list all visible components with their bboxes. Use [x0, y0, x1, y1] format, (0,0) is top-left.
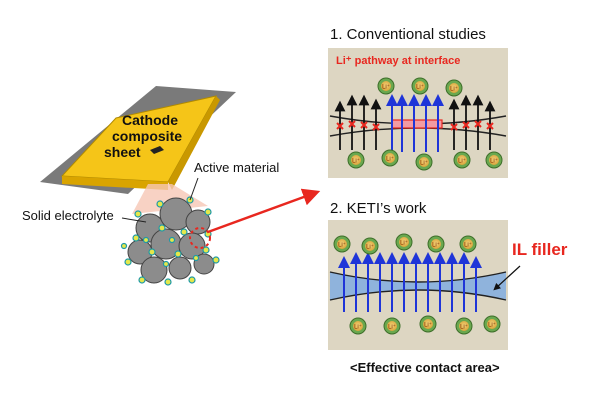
li-particle: Li⁺	[455, 317, 473, 335]
active-material-label: Active material	[194, 160, 280, 175]
li-particle: Li⁺	[333, 235, 351, 253]
li-particle-label: Li⁺	[386, 156, 394, 163]
interface-highlight	[189, 227, 211, 249]
il-filler-layer	[330, 272, 506, 300]
li-particle: Li⁺	[459, 235, 477, 253]
solid-electrolyte-pointer	[121, 217, 147, 223]
li-particle-label: Li⁺	[400, 240, 408, 247]
zoom-arrow	[207, 188, 321, 234]
panel2-title: 2. KETI’s work	[330, 200, 427, 217]
particle-cluster	[120, 196, 220, 286]
sheet-label-line3: sheet	[104, 144, 141, 160]
li-particle-label: Li⁺	[488, 322, 496, 329]
li-particle: Li⁺	[381, 149, 399, 167]
li-particle: Li⁺	[383, 317, 401, 335]
li-particle-label: Li⁺	[338, 242, 346, 249]
li-particle: Li⁺	[453, 151, 471, 169]
li-particle-label: Li⁺	[382, 84, 390, 91]
li-particle-label: Li⁺	[460, 324, 468, 331]
li-particle: Li⁺	[395, 233, 413, 251]
li-particle-label: Li⁺	[388, 324, 396, 331]
contact-point	[391, 119, 443, 129]
active-material-pointer	[189, 177, 199, 201]
li-particle-label: Li⁺	[450, 86, 458, 93]
li-particle-label: Li⁺	[464, 242, 472, 249]
sheet-label-line1: Cathode	[122, 112, 178, 128]
li-particle-label: Li⁺	[420, 160, 428, 167]
cathode-sheet	[40, 86, 236, 194]
li-particle-label: Li⁺	[424, 322, 432, 329]
li-particle-label: Li⁺	[354, 324, 362, 331]
li-particle: Li⁺	[377, 77, 395, 95]
li-particle: Li⁺	[415, 153, 433, 171]
li-particle-label: Li⁺	[366, 244, 374, 251]
li-particle: Li⁺	[361, 237, 379, 255]
li-particle: Li⁺	[445, 79, 463, 97]
sheet-label-line2: composite	[112, 128, 183, 144]
li-particle: Li⁺	[483, 315, 501, 333]
sheet-marker	[150, 146, 164, 154]
il-filler-pointer	[493, 265, 521, 291]
panel-conventional-particles: Li⁺ Li⁺ Li⁺ Li⁺ Li⁺ Li⁺ Li⁺ Li⁺	[347, 77, 503, 171]
footer-caption: <Effective contact area>	[350, 360, 500, 375]
panel-conventional: Li⁺ Li⁺ Li⁺ Li⁺ Li⁺ Li⁺ Li⁺ Li⁺	[328, 48, 508, 178]
li-particle: Li⁺	[349, 317, 367, 335]
li-particle: Li⁺	[411, 77, 429, 95]
panel-keti-particles: Li⁺ Li⁺ Li⁺ Li⁺ Li⁺ Li⁺ Li⁺ Li⁺ Li⁺ Li⁺	[333, 233, 501, 335]
li-particle-label: Li⁺	[490, 158, 498, 165]
solid-electrolyte-label: Solid electrolyte	[22, 208, 114, 223]
li-particle-label: Li⁺	[458, 158, 466, 165]
panel-keti: Li⁺ Li⁺ Li⁺ Li⁺ Li⁺ Li⁺ Li⁺ Li⁺ Li⁺ Li⁺	[328, 220, 508, 350]
li-particle: Li⁺	[427, 235, 445, 253]
li-particle-label: Li⁺	[416, 84, 424, 91]
li-particle: Li⁺	[347, 151, 365, 169]
li-particle-label: Li⁺	[352, 158, 360, 165]
il-filler-label: IL filler	[512, 240, 568, 259]
li-particle: Li⁺	[419, 315, 437, 333]
li-particle-label: Li⁺	[432, 242, 440, 249]
pathway-label: Li⁺ pathway at interface	[336, 55, 461, 67]
li-particle: Li⁺	[485, 151, 503, 169]
panel1-title: 1. Conventional studies	[330, 26, 486, 43]
